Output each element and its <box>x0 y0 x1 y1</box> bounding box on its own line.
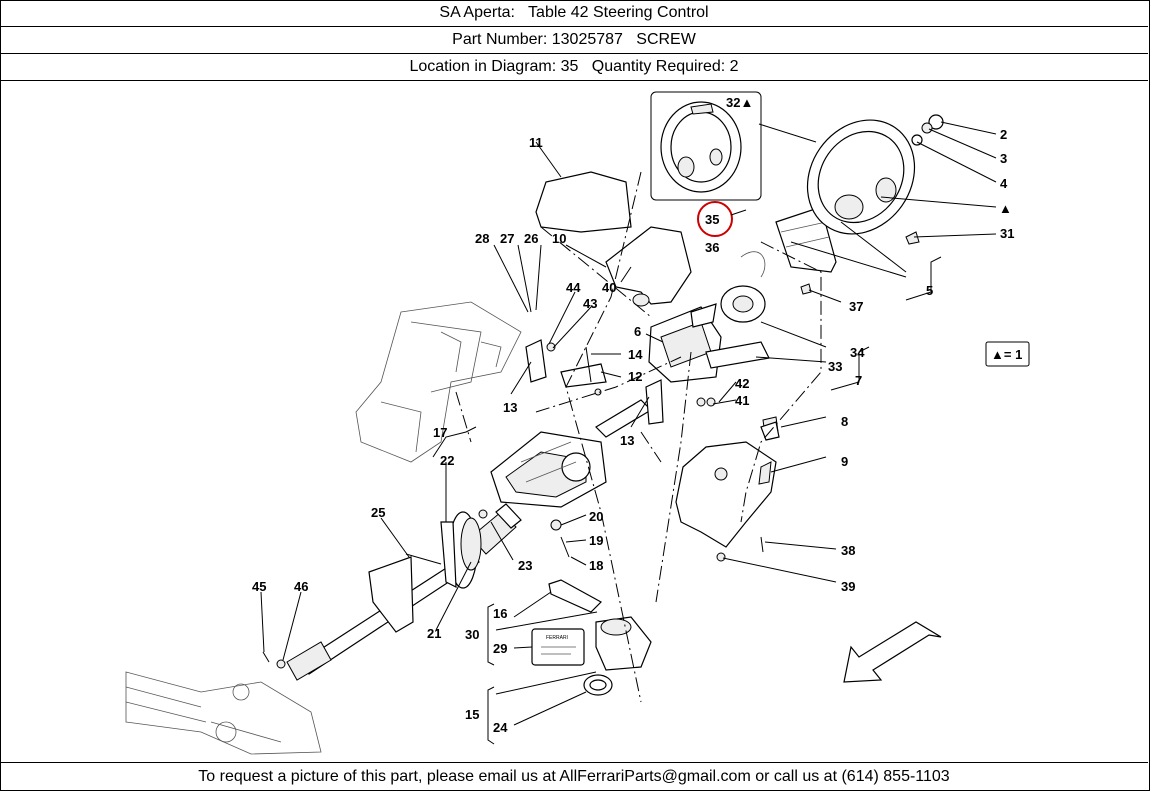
callout-16: 16 <box>493 606 507 621</box>
callout-19: 19 <box>589 533 603 548</box>
alignment-lines <box>455 171 822 703</box>
steering-rack-drawing <box>125 671 322 755</box>
footer-contact: To request a picture of this part, pleas… <box>0 762 1148 790</box>
part-number-row: Part Number: 13025787 SCREW <box>0 27 1148 54</box>
bulkhead-boot <box>440 511 482 589</box>
callout-36: 36 <box>705 240 719 255</box>
callout-17: 17 <box>433 425 447 440</box>
ignition-lock-assembly: FERRARI <box>531 579 652 696</box>
callout-3: 3 <box>1000 151 1007 166</box>
callout-26: 26 <box>524 231 538 246</box>
callout-14: 14 <box>628 347 643 362</box>
column-brackets <box>525 339 664 425</box>
callout-4: 4 <box>1000 176 1008 191</box>
callout-13-left: 13 <box>503 400 517 415</box>
footer-text: To request a picture of this part, pleas… <box>198 767 950 785</box>
callout-29: 29 <box>493 641 507 656</box>
callout-35: 35 <box>705 212 719 227</box>
chassis-frame-drawing <box>355 301 522 463</box>
callout-31: 31 <box>1000 226 1014 241</box>
upper-shroud <box>535 171 692 307</box>
callout-9: 9 <box>841 454 848 469</box>
exploded-parts-diagram: FERRARI <box>125 91 1030 755</box>
callout-30: 30 <box>465 627 479 642</box>
callout-18: 18 <box>589 558 603 573</box>
callout-41: 41 <box>735 393 749 408</box>
steering-wheel <box>806 114 944 245</box>
callout-triangle: ▲ <box>999 201 1012 216</box>
location-row: Location in Diagram: 35 Quantity Require… <box>0 54 1148 81</box>
part-number-text: Part Number: 13025787 SCREW <box>452 31 696 48</box>
callout-12: 12 <box>628 369 642 384</box>
highlight-circle-35 <box>697 201 733 237</box>
callout-32: 32▲ <box>726 95 753 110</box>
title-row: SA Aperta: Table 42 Steering Control <box>0 0 1148 27</box>
leader-lines <box>260 121 997 745</box>
callout-25: 25 <box>371 505 385 520</box>
callout-labels: 2 3 4 ▲ 31 5 32▲ 35 36 11 28 27 26 10 40… <box>252 95 1014 735</box>
steering-column-assembly <box>490 399 652 508</box>
callout-7: 7 <box>855 373 862 388</box>
wheel-hub-bracket <box>775 206 837 295</box>
callout-40: 40 <box>602 280 616 295</box>
callout-23: 23 <box>518 558 532 573</box>
lower-cover <box>675 416 779 548</box>
callout-28: 28 <box>475 231 489 246</box>
callout-21: 21 <box>427 626 441 641</box>
page-title: SA Aperta: Table 42 Steering Control <box>439 4 709 21</box>
legend-note: ▲= 1 <box>991 347 1022 362</box>
callout-13-right: 13 <box>620 433 634 448</box>
callout-37: 37 <box>849 299 863 314</box>
callout-8: 8 <box>841 414 848 429</box>
callout-38: 38 <box>841 543 855 558</box>
combination-switch <box>648 251 770 383</box>
callout-5: 5 <box>926 283 933 298</box>
callout-10: 10 <box>552 231 566 246</box>
location-text: Location in Diagram: 35 Quantity Require… <box>409 58 739 75</box>
callout-43: 43 <box>583 296 597 311</box>
callout-2: 2 <box>1000 127 1007 142</box>
callout-6: 6 <box>634 324 641 339</box>
mounting-bracket <box>368 553 442 633</box>
direction-arrow <box>843 621 942 683</box>
callout-15: 15 <box>465 707 479 722</box>
callout-22: 22 <box>440 453 454 468</box>
callout-42: 42 <box>735 376 749 391</box>
callout-33: 33 <box>828 359 842 374</box>
callout-46: 46 <box>294 579 308 594</box>
callout-27: 27 <box>500 231 514 246</box>
callout-45: 45 <box>252 579 266 594</box>
callout-24: 24 <box>493 720 508 735</box>
callout-39: 39 <box>841 579 855 594</box>
callout-34: 34 <box>850 345 865 360</box>
fasteners <box>262 397 780 669</box>
legend-box <box>985 341 1030 367</box>
callout-11: 11 <box>529 135 543 150</box>
inset-detail-box <box>650 91 762 201</box>
svg-text:FERRARI: FERRARI <box>546 635 568 641</box>
callout-44: 44 <box>566 280 581 295</box>
callout-20: 20 <box>589 509 603 524</box>
